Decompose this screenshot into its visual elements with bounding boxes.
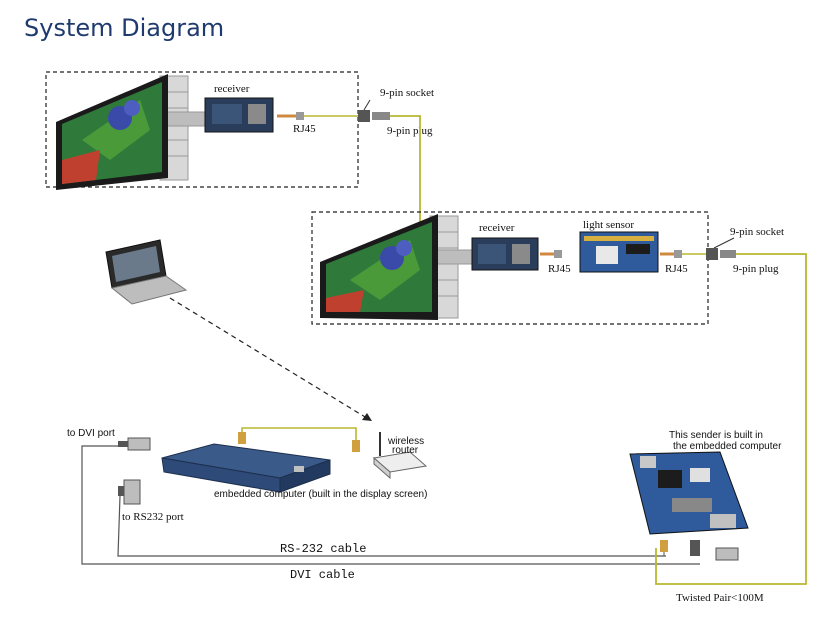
wireless-router-icon <box>372 432 428 480</box>
sender-dvi-connector <box>715 547 739 561</box>
rs232-connector-icon <box>118 479 141 505</box>
dvi-cable-line <box>81 445 700 565</box>
mid-receiver-card <box>471 237 539 271</box>
top-9pin-plug <box>372 112 390 120</box>
top-receiver-card <box>204 97 274 133</box>
rs232-cable-line <box>117 495 666 557</box>
laptop-icon <box>105 239 188 305</box>
to-rs232-port-label: to RS232 port <box>122 511 184 523</box>
embedded-computer-box <box>161 443 331 493</box>
mid-rj45-a-connector <box>554 250 562 258</box>
router-label-line2: router <box>392 445 419 456</box>
top-socket-label: 9-pin socket <box>380 87 434 99</box>
top-rj45-label: RJ45 <box>293 123 316 135</box>
mid-9pin-plug <box>720 250 736 258</box>
mid-socket-label: 9-pin socket <box>730 226 784 238</box>
embedded-computer-label: embedded computer (built in the display … <box>214 489 427 500</box>
sender-note-line1: This sender is built in <box>669 430 763 441</box>
top-9pin-socket <box>358 110 370 122</box>
sender-note-line2: the embedded computer <box>673 441 782 452</box>
page-title: System Diagram <box>24 14 225 42</box>
top-rj45-connector <box>296 112 304 120</box>
mid-rj45-a-label: RJ45 <box>548 263 571 275</box>
mid-unit-frame <box>311 211 709 325</box>
sender-rj45-connector <box>660 540 668 552</box>
computer-lan-connector <box>238 432 246 444</box>
sender-rs232-connector <box>690 540 700 556</box>
mid-receiver-label: receiver <box>479 222 515 234</box>
mid-rj45-b-connector <box>674 250 682 258</box>
dvi-connector-icon <box>118 437 151 451</box>
top-unit-frame <box>45 71 359 188</box>
mid-rj45-b-label: RJ45 <box>665 263 688 275</box>
top-receiver-label: receiver <box>214 83 250 95</box>
top-mid-link-cable <box>390 115 421 222</box>
light-sensor-board <box>579 231 659 273</box>
mid-plug-label: 9-pin plug <box>733 263 779 275</box>
dvi-cable-label: DVI cable <box>290 568 355 582</box>
light-sensor-label: light sensor <box>583 219 634 231</box>
sender-card <box>629 451 749 535</box>
router-lan-connector <box>352 440 360 452</box>
twisted-pair-label: Twisted Pair<100M <box>676 592 764 604</box>
lan-cable <box>241 427 357 446</box>
router-label-line1: wireless <box>387 436 424 447</box>
to-dvi-port-label: to DVI port <box>67 428 115 439</box>
top-plug-label: 9-pin plug <box>387 125 433 137</box>
wireless-link-line <box>169 297 371 421</box>
twisted-pair-cable <box>730 253 807 585</box>
mid-9pin-socket <box>706 248 718 260</box>
rs232-cable-label: RS-232 cable <box>280 542 366 556</box>
